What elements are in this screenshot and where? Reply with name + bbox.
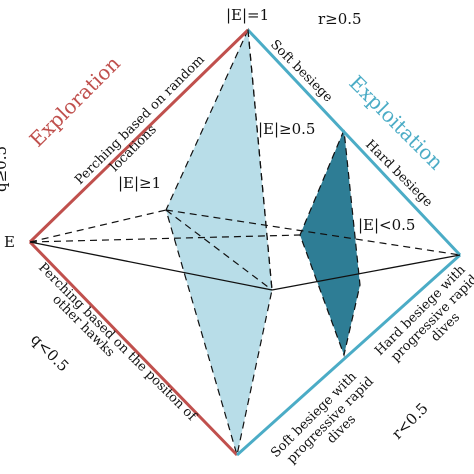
e-lt-05-label: |E|<0.5 — [358, 216, 415, 234]
e-left-label: E — [4, 233, 15, 251]
e-ge-05-label: |E|≥0.5 — [258, 120, 315, 138]
inner-dashed-lines — [29, 29, 461, 291]
exploitation-lower-edge — [235, 253, 462, 457]
e-ge-1-label: |E|≥1 — [118, 174, 161, 192]
r-bottom-label: r<0.5 — [388, 399, 432, 443]
inner-solid-lines — [29, 241, 461, 291]
exploration-lower-edge — [28, 240, 239, 457]
exploitation-title: Exploitation — [344, 71, 448, 175]
exploration-title: Exploration — [25, 51, 125, 151]
q-lt-05-label: q<0.5 — [27, 330, 72, 375]
q-ge-05-label: q≥0.5 — [0, 146, 10, 192]
soft-besiege-label: Soft besiege — [267, 37, 335, 105]
r-top-label: r≥0.5 — [318, 10, 362, 28]
hard-dives-label-line1: Hard besiege with — [372, 262, 469, 359]
perching-hawks-label-line1: Perching based on the positon of — [35, 260, 200, 425]
exploitation-upper-edge — [246, 28, 462, 257]
exploration-upper-edge — [28, 28, 250, 244]
e-equals-1-label: |E|=1 — [226, 6, 269, 24]
exploitation-region-shape — [299, 129, 361, 358]
